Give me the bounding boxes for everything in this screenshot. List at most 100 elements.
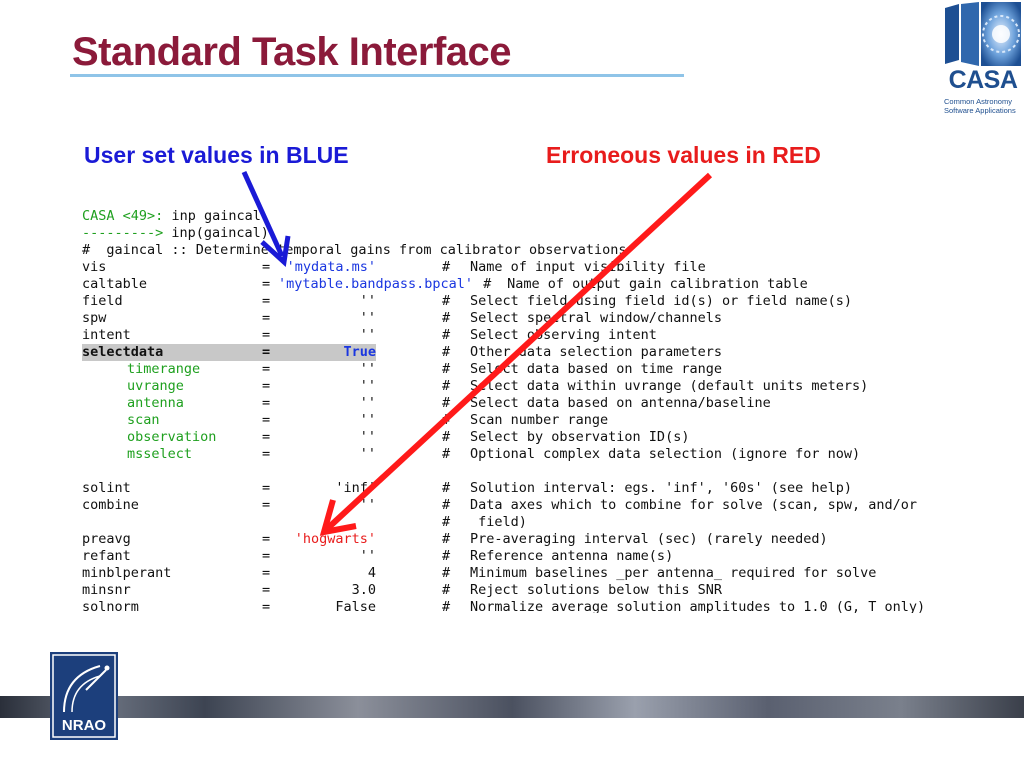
parameter-name: refant xyxy=(82,548,131,564)
equals-sign: = xyxy=(262,361,271,377)
terminal-output: CASA <49>: inp gaincal ---------> inp(ga… xyxy=(82,208,1002,613)
parameter-value: 'mytable.bandpass.bpcal' xyxy=(278,276,474,292)
parameter-value: 'mydata.ms' xyxy=(286,259,376,275)
parameter-comment: Name of input visibility file xyxy=(470,259,706,275)
equals-sign: = xyxy=(262,446,271,462)
parameter-comment: Name of output gain calibration table xyxy=(507,276,808,292)
parameter-comment: Select field using field id(s) or field … xyxy=(470,293,853,309)
echo-arrow: ---------> xyxy=(82,225,172,241)
echo-line: ---------> inp(gaincal) xyxy=(82,225,1002,242)
parameter-value: '' xyxy=(359,429,376,445)
parameter-comment: Select spectral window/channels xyxy=(470,310,722,326)
parameter-value: '' xyxy=(359,497,376,513)
parameter-value: '' xyxy=(359,446,376,462)
casa-subtitle-line1: Common Astronomy xyxy=(944,97,1012,106)
parameter-row: solnorm=False#Normalize average solution… xyxy=(82,599,1002,613)
comment-marker: # xyxy=(442,378,451,394)
nrao-logo-icon: NRAO xyxy=(50,652,118,740)
parameter-value: '' xyxy=(359,395,376,411)
comment-marker: # xyxy=(442,344,451,360)
parameter-name: spw xyxy=(82,310,107,326)
parameter-row: caltable='mytable.bandpass.bpcal'#Name o… xyxy=(82,276,1002,293)
parameter-comment: Optional complex data selection (ignore … xyxy=(470,446,861,462)
parameter-row: spw=''#Select spectral window/channels xyxy=(82,310,1002,327)
parameter-comment: Other data selection parameters xyxy=(470,344,722,360)
parameter-row: refant=''#Reference antenna name(s) xyxy=(82,548,1002,565)
parameter-value: '' xyxy=(359,378,376,394)
parameter-row: solint='inf'#Solution interval: egs. 'in… xyxy=(82,480,1002,497)
parameter-comment: Scan number range xyxy=(470,412,609,428)
equals-sign: = xyxy=(262,293,271,309)
parameter-comment: Pre-averaging interval (sec) (rarely nee… xyxy=(470,531,828,547)
comment-marker: # xyxy=(442,327,451,343)
parameter-name: selectdata xyxy=(82,344,262,361)
sub-parameter-row: observation = '' # Select by observation ID(… xyxy=(82,429,1002,446)
equals-sign: = xyxy=(262,259,271,275)
equals-sign: = xyxy=(262,395,271,411)
blank-line xyxy=(82,463,1002,480)
prompt-line: CASA <49>: inp gaincal xyxy=(82,208,1002,225)
equals-sign: = xyxy=(262,412,271,428)
parameter-value: '' xyxy=(359,327,376,343)
echo-command: inp(gaincal) xyxy=(171,225,269,241)
sub-parameter-row: scan=''#Scan number range xyxy=(82,412,1002,429)
parameter-comment: Select data based on time range xyxy=(470,361,722,377)
parameter-value: '' xyxy=(359,548,376,564)
parameter-comment: Solution interval: egs. 'inf', '60s' (se… xyxy=(470,480,853,496)
parameter-name: combine xyxy=(82,497,139,513)
comment-marker: # xyxy=(442,480,451,496)
comment-marker: # xyxy=(442,429,451,445)
parameter-row: vis='mydata.ms'#Name of input visibility… xyxy=(82,259,1002,276)
parameter-value: 'inf' xyxy=(335,480,376,496)
parameter-name: intent xyxy=(82,327,131,343)
comment-marker: # xyxy=(442,514,451,530)
parameter-value: 'hogwarts' xyxy=(294,531,376,547)
parameter-name: caltable xyxy=(82,276,148,292)
parameter-comment: Normalize average solution amplitudes to… xyxy=(470,599,926,613)
equals-sign: = xyxy=(262,429,271,445)
casa-subtitle-line2: Software Applications xyxy=(944,106,1016,115)
comment-marker: # xyxy=(442,599,451,613)
equals-sign: = xyxy=(262,599,271,613)
prompt-number: 49 xyxy=(130,208,148,224)
nrao-logo-text: NRAO xyxy=(62,717,106,734)
comment-marker: # xyxy=(442,293,451,309)
comment-marker: # xyxy=(483,276,492,292)
equals-sign: = xyxy=(262,327,271,343)
equals-sign: = xyxy=(262,531,271,547)
erroneous-label: Erroneous values in RED xyxy=(546,142,821,168)
sub-parameter-row: antenna=''#Select data based on antenna/… xyxy=(82,395,1002,412)
parameter-comment: Reference antenna name(s) xyxy=(470,548,674,564)
parameter-value: False xyxy=(335,599,376,613)
parameter-row: intent=''#Select observing intent xyxy=(82,327,1002,344)
parameter-name: preavg xyxy=(82,531,131,547)
parameter-name: observation xyxy=(127,429,217,445)
casa-logo: CASA Common Astronomy Software Applicati… xyxy=(942,2,1022,120)
parameter-row: field=''#Select field using field id(s) … xyxy=(82,293,1002,310)
parameter-row: selectdata=True#Other data selection par… xyxy=(82,344,1002,361)
parameter-comment: field) xyxy=(470,514,527,530)
comment-marker: # xyxy=(442,395,451,411)
casa-logo-icon xyxy=(945,2,1021,66)
parameter-comment: Select by observation ID(s) xyxy=(470,429,690,445)
casa-logo-subtitle: Common Astronomy Software Applications xyxy=(944,97,1024,115)
parameter-row: # field) xyxy=(82,514,1002,531)
sub-parameter-row: uvrange=''#Select data within uvrange (d… xyxy=(82,378,1002,395)
parameter-comment: Minimum baselines _per antenna_ required… xyxy=(470,565,877,581)
parameter-name: minblperant xyxy=(82,565,172,581)
parameter-name: vis xyxy=(82,259,107,275)
parameter-value: '' xyxy=(359,310,376,326)
comment-marker: # xyxy=(442,565,451,581)
sub-parameter-row: msselect=''#Optional complex data select… xyxy=(82,446,1002,463)
sub-parameter-row: timerange=''#Select data based on time r… xyxy=(82,361,1002,378)
parameter-row: minsnr=3.0#Reject solutions below this S… xyxy=(82,582,1002,599)
parameter-row: preavg='hogwarts'#Pre-averaging interval… xyxy=(82,531,1002,548)
equals-sign: = xyxy=(262,565,271,581)
equals-sign: = xyxy=(262,378,271,394)
equals-sign: = xyxy=(262,310,271,326)
parameter-value: True xyxy=(278,344,376,361)
parameter-list-2: solint='inf'#Solution interval: egs. 'in… xyxy=(82,480,1002,613)
parameter-comment: Select data based on antenna/baseline xyxy=(470,395,771,411)
parameter-row: minblperant=4#Minimum baselines _per ant… xyxy=(82,565,1002,582)
equals-sign: = xyxy=(262,548,271,564)
